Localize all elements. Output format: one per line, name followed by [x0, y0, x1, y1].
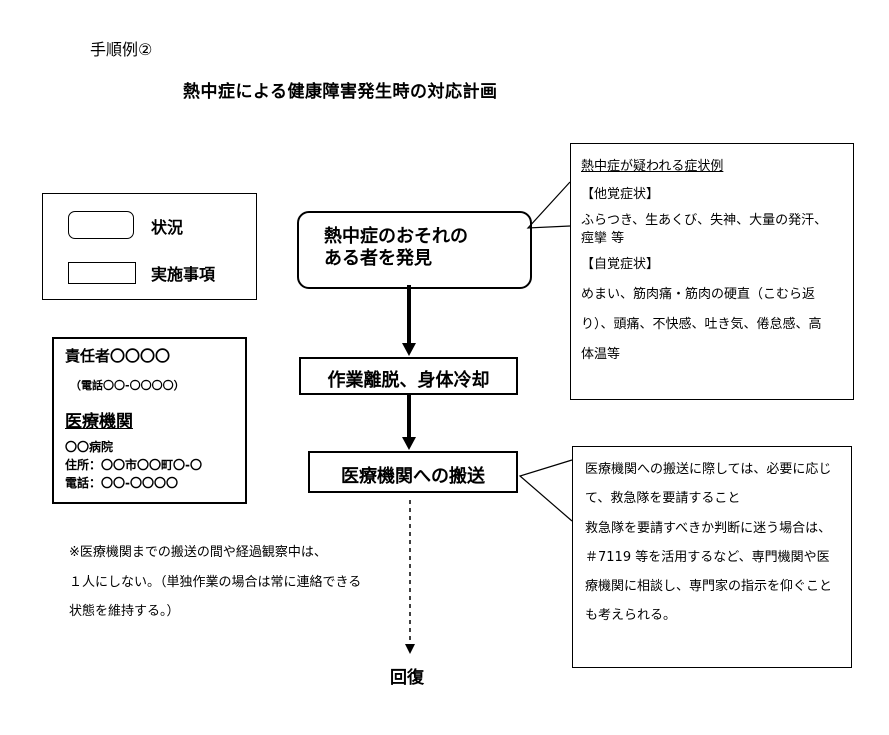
transport-callout: 医療機関への搬送に際しては、必要に応じ て、救急隊を要請すること 救急隊を要請す… [572, 446, 852, 668]
procedure-label: 手順例② [90, 40, 153, 59]
transport-label: 医療機関への搬送 [341, 466, 485, 487]
transport-note-line2: て、救急隊を要請すること [585, 491, 741, 506]
note-line2: １人にしない。（単独作業の場合は常に連絡できる [69, 575, 362, 590]
arrowhead-transport [402, 437, 416, 450]
responsible-phone: （電話〇〇-〇〇〇〇） [70, 379, 185, 392]
discover-line1: 熱中症のおそれの [324, 226, 468, 247]
arrowhead-recovery [405, 644, 415, 654]
transport-note-line5: 療機関に相談し、専門家の指示を仰ぐこと [585, 579, 833, 594]
transport-note-line6: も考えられる。 [585, 608, 677, 623]
transport-note-line3: 救急隊を要請すべきか判断に迷う場合は、 [585, 521, 832, 536]
hospital-phone: 電話：〇〇-〇〇〇〇 [65, 476, 178, 490]
transport-note-line1: 医療機関への搬送に際しては、必要に応じ [585, 462, 832, 477]
arrowhead-cool [402, 343, 416, 356]
legend-situation-symbol [68, 211, 134, 239]
symptoms-callout: 熱中症が疑われる症状例 【他覚症状】 ふらつき、生あくび、失神、大量の発汗、 痙… [570, 143, 854, 400]
flow-end-recovery: 回復 [390, 668, 424, 688]
note-line1: ※医療機関までの搬送の間や経過観察中は、 [69, 545, 327, 560]
symptoms-callout-pointer [526, 181, 571, 229]
discover-line2: ある者を発見 [324, 248, 432, 269]
contact-box: 責任者〇〇〇〇 （電話〇〇-〇〇〇〇） 医療機関 〇〇病院 住所：〇〇市〇〇町〇… [52, 337, 247, 504]
flow-node-discover: 熱中症のおそれの ある者を発見 [297, 211, 532, 289]
transport-note-line4: ＃7119 等を活用するなど、専門機関や医 [585, 550, 830, 565]
hospital-name: 〇〇病院 [65, 440, 114, 454]
flow-node-cooling: 作業離脱、身体冷却 [299, 357, 518, 395]
transport-callout-pointer [518, 459, 573, 522]
self-symptoms-line1: めまい、筋肉痛・筋肉の硬直（こむら返 [581, 287, 816, 302]
medical-institution-heading: 医療機関 [65, 412, 133, 432]
hospital-address: 住所：〇〇市〇〇町〇-〇 [65, 458, 202, 472]
other-symptoms-line1: ふらつき、生あくび、失神、大量の発汗、 [581, 213, 828, 228]
legend-action-label: 実施事項 [151, 265, 216, 284]
legend-action-symbol [68, 262, 136, 284]
other-symptoms-line2: 痙攣 等 [581, 231, 625, 246]
flow-node-transport: 医療機関への搬送 [308, 451, 518, 493]
legend-situation-label: 状況 [151, 218, 184, 237]
symptoms-title: 熱中症が疑われる症状例 [581, 159, 724, 174]
cooling-label: 作業離脱、身体冷却 [327, 370, 490, 391]
self-symptoms-line2: り）、頭痛、不快感、吐き気、倦怠感、高 [581, 317, 822, 332]
legend: 状況 実施事項 [42, 193, 257, 300]
other-symptoms-heading: 【他覚症状】 [581, 187, 660, 202]
note-line3: 状態を維持する。） [69, 604, 180, 619]
responsible-person: 責任者〇〇〇〇 [65, 347, 171, 365]
self-symptoms-line3: 体温等 [581, 347, 621, 362]
self-symptoms-heading: 【自覚症状】 [581, 257, 660, 272]
page-title: 熱中症による健康障害発生時の対応計画 [183, 82, 498, 102]
